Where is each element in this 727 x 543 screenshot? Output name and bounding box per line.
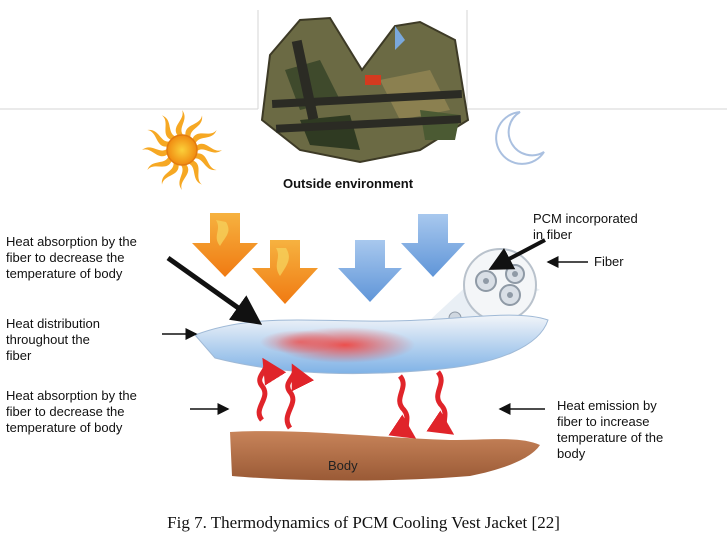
heat-absorption-bottom-line-2: fiber to decrease the <box>6 404 125 419</box>
heat-emission-line-1: Heat emission by <box>557 398 657 413</box>
heat-wave-down-1 <box>388 374 417 439</box>
heat-emission-line-2: fiber to increase <box>557 414 650 429</box>
cold-arrow-2 <box>401 214 465 277</box>
heat-emission-line-3: temperature of the <box>557 430 664 445</box>
pcm-incorporated-line-1: PCM incorporated <box>533 211 638 226</box>
heat-wave-down-2 <box>426 370 455 435</box>
heat-distribution-line-1: Heat distribution <box>6 316 100 331</box>
vest-frame <box>0 10 727 110</box>
body-label: Body <box>328 458 358 473</box>
heat-wave-up-2 <box>284 363 315 430</box>
outside-environment-label: Outside environment <box>283 176 414 191</box>
heat-wave-up-1 <box>256 357 287 422</box>
cooling-vest-image <box>260 16 470 164</box>
heat-absorption-top-label: Heat absorption by the fiber to decrease… <box>6 234 137 282</box>
sun-icon <box>142 110 222 190</box>
heat-distribution-line-3: fiber <box>6 348 32 363</box>
pcm-incorporated-label: PCM incorporated in fiber <box>533 211 638 243</box>
heat-absorption-top-line-1: Heat absorption by the <box>6 234 137 249</box>
heat-distribution-line-2: throughout the <box>6 332 90 347</box>
body-arm <box>230 431 540 481</box>
pcm-incorporated-line-2: in fiber <box>533 227 573 242</box>
heat-distribution-label: Heat distribution throughout the fiber <box>6 316 100 364</box>
heat-absorption-bottom-line-1: Heat absorption by the <box>6 388 137 403</box>
heat-absorption-top-line-2: fiber to decrease the <box>6 250 125 265</box>
heat-absorption-bottom-label: Heat absorption by the fiber to decrease… <box>6 388 137 436</box>
pointer-arrows <box>162 238 588 415</box>
fabric-layer <box>194 314 549 375</box>
moon-icon <box>495 111 545 165</box>
heat-absorption-bottom-line-3: temperature of body <box>6 420 123 435</box>
figure-caption: Fig 7. Thermodynamics of PCM Cooling Ves… <box>167 513 560 532</box>
hot-arrow-1 <box>192 213 258 277</box>
cold-arrow-1 <box>338 240 402 302</box>
fiber-label: Fiber <box>594 254 624 269</box>
heat-absorption-top-line-3: temperature of body <box>6 266 123 281</box>
heat-emission-label: Heat emission by fiber to increase tempe… <box>557 398 663 462</box>
heat-emission-line-4: body <box>557 446 586 461</box>
hot-arrow-2 <box>252 240 318 304</box>
